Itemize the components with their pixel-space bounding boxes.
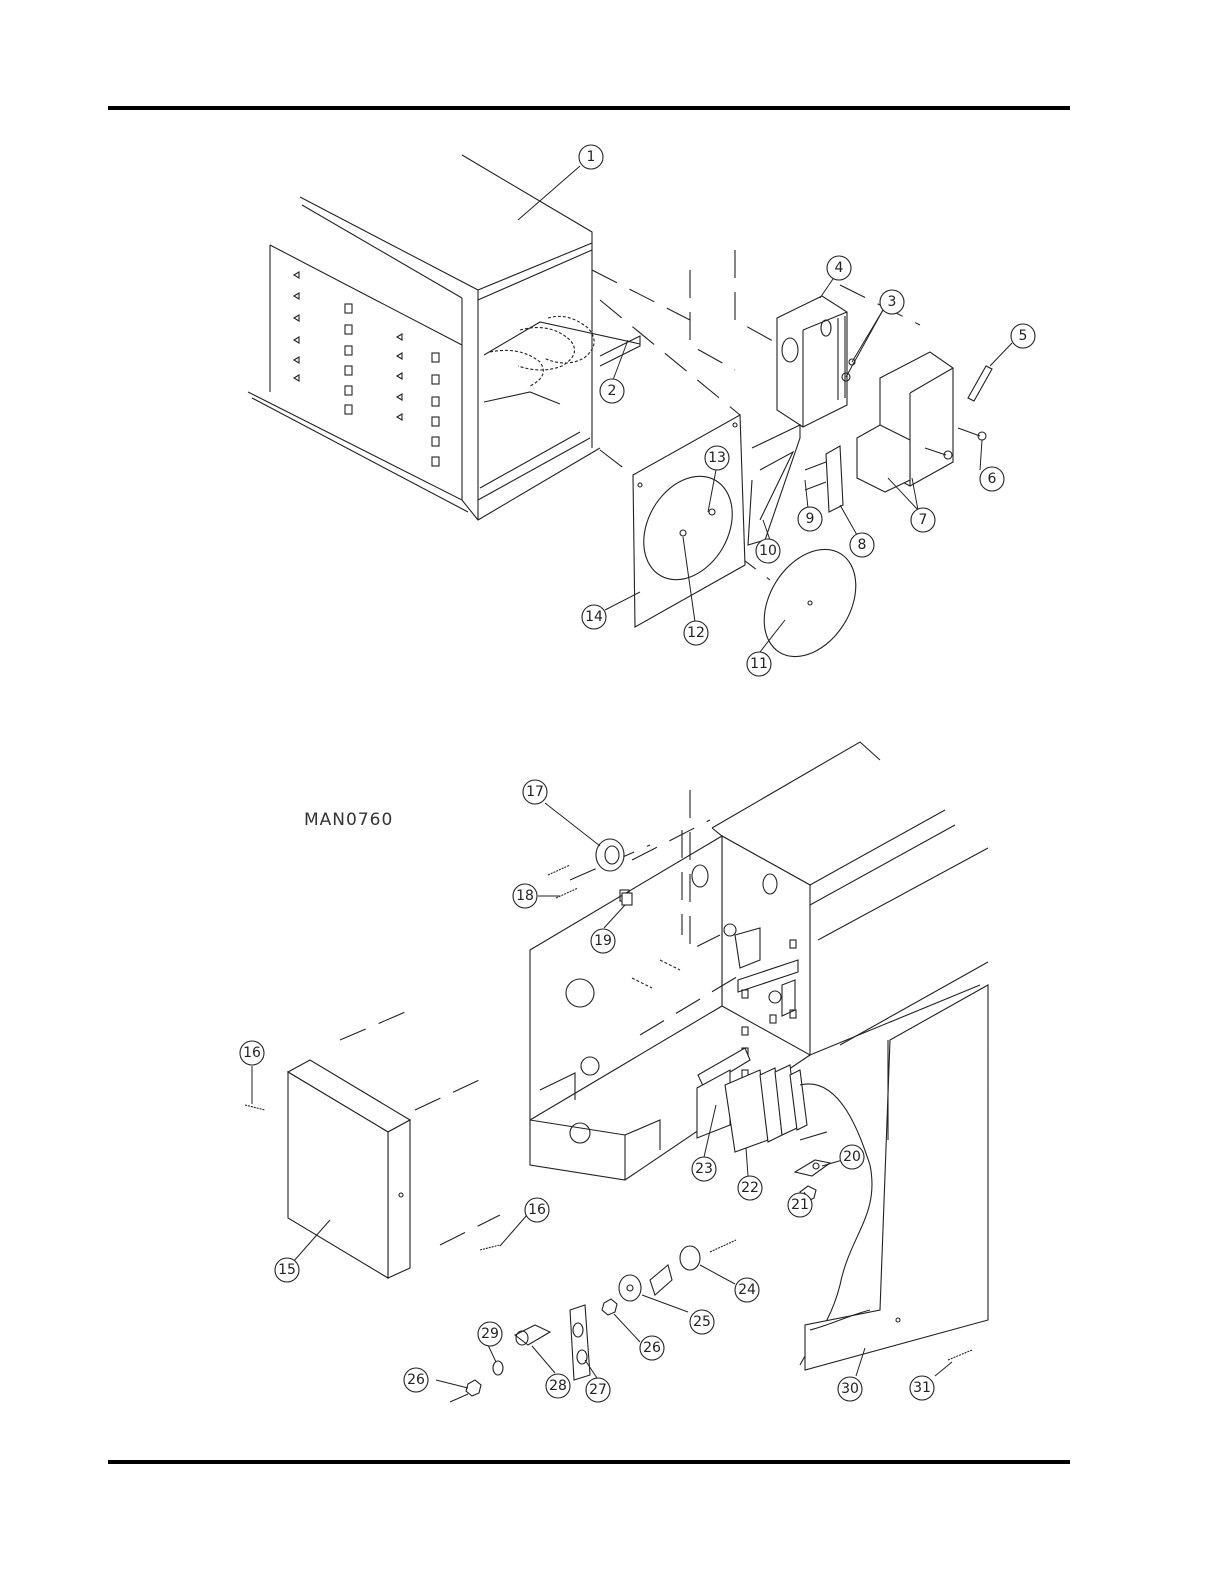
nut-left: [450, 1380, 481, 1402]
svg-text:10: 10: [759, 543, 777, 559]
svg-text:13: 13: [708, 450, 726, 466]
callout-13: 13: [705, 446, 729, 470]
svg-text:27: 27: [589, 1382, 607, 1398]
mounting-bolt: [680, 1240, 736, 1270]
svg-text:18: 18: [516, 888, 534, 904]
callout-17: 17: [523, 780, 547, 804]
thermostat: [968, 366, 992, 401]
svg-text:20: 20: [843, 1149, 861, 1165]
svg-text:11: 11: [750, 656, 768, 672]
callout-19: 19: [591, 929, 615, 953]
callout-11: 11: [747, 652, 771, 676]
svg-text:26: 26: [643, 1340, 661, 1356]
svg-text:5: 5: [1019, 328, 1028, 344]
callout-4: 4: [827, 256, 851, 280]
svg-text:3: 3: [888, 294, 897, 310]
callout-8: 8: [850, 533, 874, 557]
spacer: [619, 1265, 672, 1301]
svg-text:9: 9: [806, 511, 815, 527]
panel-screw: [948, 1350, 972, 1360]
svg-text:29: 29: [481, 1326, 499, 1342]
back-panel: [626, 415, 750, 627]
callout-29: 29: [478, 1322, 502, 1346]
side-access-panel: [805, 985, 988, 1370]
terminal-plate: [570, 1305, 590, 1380]
svg-text:30: 30: [841, 1381, 859, 1397]
heater-box-housing: [248, 155, 640, 520]
svg-text:16: 16: [528, 1202, 546, 1218]
cover-screw-left: [245, 1105, 265, 1110]
drawing-number: MAN0760: [304, 810, 393, 830]
callout-5: 5: [1011, 324, 1035, 348]
callout-14: 14: [582, 605, 606, 629]
bushing-screws: [548, 865, 578, 898]
hanger-bracket: [748, 425, 800, 545]
nut-right: [602, 1299, 617, 1315]
callout-1: 1: [579, 145, 603, 169]
callout-21: 21: [788, 1193, 812, 1217]
svg-text:7: 7: [919, 512, 928, 528]
callout-28: 28: [546, 1374, 570, 1398]
callout-24: 24: [735, 1278, 759, 1302]
svg-text:6: 6: [988, 471, 997, 487]
callout-26-left: 26: [404, 1368, 428, 1392]
svg-text:4: 4: [835, 260, 844, 276]
svg-text:2: 2: [608, 383, 617, 399]
callout-12: 12: [684, 621, 708, 645]
svg-text:14: 14: [585, 609, 603, 625]
lock-washer: [493, 1361, 503, 1375]
callout-27: 27: [586, 1378, 610, 1402]
clip: [622, 893, 632, 905]
lug-connector: [515, 1325, 550, 1345]
svg-text:21: 21: [791, 1197, 809, 1213]
motor-mount-bracket: [777, 296, 847, 427]
svg-text:22: 22: [741, 1180, 759, 1196]
svg-text:28: 28: [549, 1378, 567, 1394]
svg-text:16: 16: [243, 1045, 261, 1061]
upper-assembly: [248, 155, 992, 673]
svg-text:17: 17: [526, 784, 544, 800]
svg-text:1: 1: [587, 149, 596, 165]
callout-22: 22: [738, 1176, 762, 1200]
callout-20: 20: [840, 1145, 864, 1169]
callout-16-left: 16: [240, 1041, 264, 1065]
callout-9: 9: [798, 507, 822, 531]
switch: [805, 446, 843, 512]
svg-text:8: 8: [858, 537, 867, 553]
bushing: [596, 839, 624, 871]
callout-15: 15: [275, 1258, 299, 1282]
callout-31: 31: [910, 1376, 934, 1400]
svg-text:31: 31: [913, 1380, 931, 1396]
callout-25: 25: [690, 1310, 714, 1334]
callout-16-right: 16: [525, 1198, 549, 1222]
callout-30: 30: [838, 1377, 862, 1401]
callout-6: 6: [980, 467, 1004, 491]
svg-text:26: 26: [407, 1372, 425, 1388]
svg-text:24: 24: [738, 1282, 756, 1298]
callout-18: 18: [513, 884, 537, 908]
svg-text:25: 25: [693, 1314, 711, 1330]
callout-7: 7: [911, 508, 935, 532]
callout-26-right: 26: [640, 1336, 664, 1360]
callout-3: 3: [880, 290, 904, 314]
svg-text:19: 19: [594, 933, 612, 949]
control-box-cover: [288, 1060, 410, 1278]
lower-assembly: [245, 742, 988, 1402]
callout-23: 23: [692, 1157, 716, 1181]
cover-screw-right: [480, 1245, 500, 1250]
svg-text:12: 12: [687, 625, 705, 641]
callout-10: 10: [756, 539, 780, 563]
motor-cover: [857, 352, 953, 492]
callout-2: 2: [600, 379, 624, 403]
svg-text:15: 15: [278, 1262, 296, 1278]
svg-text:23: 23: [695, 1161, 713, 1177]
louver-holes: [294, 272, 439, 466]
